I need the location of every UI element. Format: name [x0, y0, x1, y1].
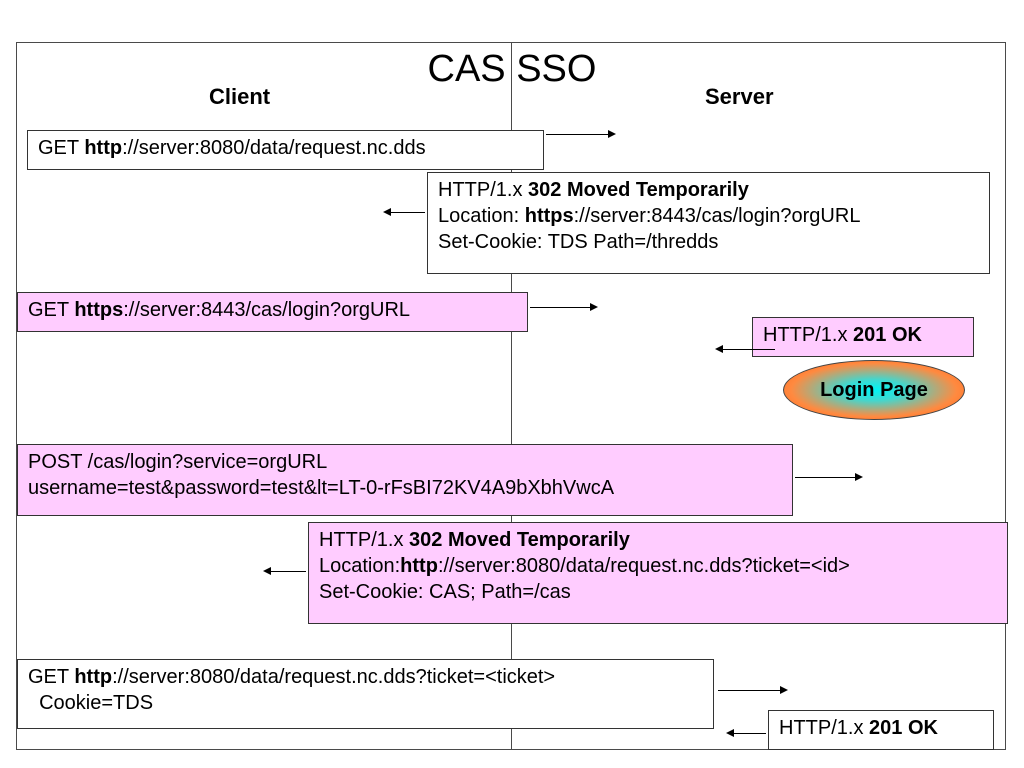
msg-get-cas-login: GET https://server:8443/cas/login?orgURL [17, 292, 528, 332]
url-scheme: https [74, 299, 124, 321]
msg-get-with-ticket: GET http://server:8080/data/request.nc.d… [17, 659, 714, 729]
url-scheme: http [84, 137, 123, 159]
client-server-divider [511, 42, 512, 750]
status-code: 201 OK [853, 324, 922, 346]
location-label: Location: [438, 205, 525, 227]
msg-post-cas-login: POST /cas/login?service=orgURL username=… [17, 444, 793, 516]
msg-302-redirect-login: HTTP/1.x 302 Moved Temporarily Location:… [427, 172, 990, 274]
status-prefix: HTTP/1.x [319, 529, 410, 551]
msg-get-request: GET http://server:8080/data/request.nc.d… [27, 130, 544, 170]
status-prefix: HTTP/1.x [763, 324, 854, 346]
status-prefix: HTTP/1.x [438, 179, 529, 201]
msg-201-ok-final: HTTP/1.x 201 OK [768, 710, 994, 750]
set-cookie-line: Set-Cookie: TDS Path=/thredds [438, 231, 719, 253]
url-rest: ://server:8080/data/request.nc.dds [122, 137, 426, 159]
status-prefix: HTTP/1.x [779, 717, 870, 739]
credentials-line: username=test&password=test&lt=LT-0-rFsB… [28, 477, 615, 499]
msg-201-ok-login: HTTP/1.x 201 OK [752, 317, 974, 357]
status-code: 201 OK [869, 717, 938, 739]
status-code: 302 Moved Temporarily [528, 179, 749, 201]
arrow-to-client [726, 729, 766, 737]
url-scheme: https [524, 205, 574, 227]
url-rest: ://server:8443/cas/login?orgURL [123, 299, 411, 321]
arrow-to-server [795, 473, 863, 481]
server-column-header: Server [705, 84, 774, 109]
arrow-to-server [530, 303, 598, 311]
login-page-node: Login Page [783, 360, 965, 420]
url-scheme: http [74, 666, 113, 688]
set-cookie-line: Set-Cookie: CAS; Path=/cas [319, 581, 571, 603]
arrow-to-client [263, 567, 306, 575]
url-rest: ://server:8080/data/request.nc.dds?ticke… [112, 666, 556, 688]
post-line: POST /cas/login?service=orgURL [28, 451, 328, 473]
url-rest: ://server:8080/data/request.nc.dds?ticke… [437, 555, 850, 577]
http-method: GET [28, 666, 75, 688]
location-label: Location: [319, 555, 401, 577]
cookie-line: Cookie=TDS [28, 692, 154, 714]
url-scheme: http [400, 555, 438, 577]
msg-302-redirect-ticket: HTTP/1.x 302 Moved Temporarily Location:… [308, 522, 1008, 624]
diagram-title: CAS SSO [427, 48, 597, 90]
arrow-to-client [383, 208, 425, 216]
http-method: GET [38, 137, 85, 159]
arrow-to-server [546, 130, 616, 138]
http-method: GET [28, 299, 75, 321]
url-rest: ://server:8443/cas/login?orgURL [573, 205, 861, 227]
arrow-to-server [718, 686, 788, 694]
client-column-header: Client [209, 84, 271, 109]
status-code: 302 Moved Temporarily [409, 529, 630, 551]
arrow-to-client [715, 345, 775, 353]
